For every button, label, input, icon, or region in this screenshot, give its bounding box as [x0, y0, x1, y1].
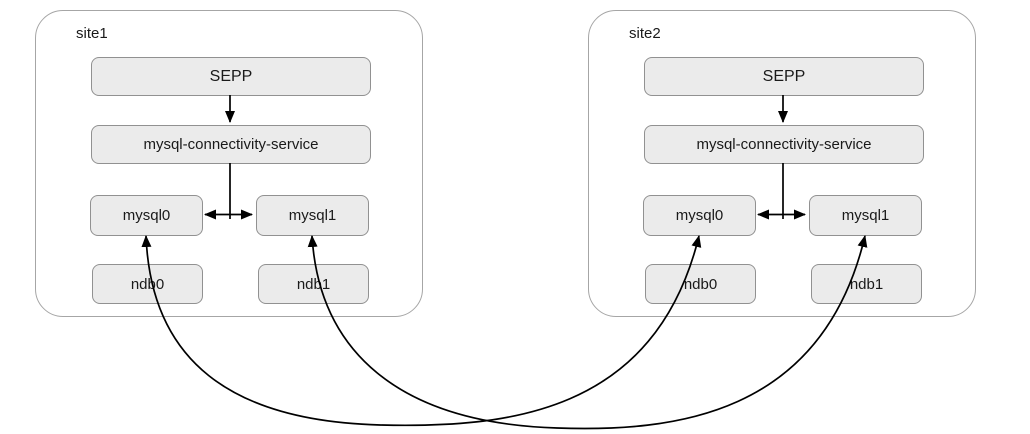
site1-mysql1-node: mysql1 — [256, 195, 369, 236]
site1-ndb0-node: ndb0 — [92, 264, 203, 304]
site1-sepp-node: SEPP — [91, 57, 371, 96]
site2-mysql0-node: mysql0 — [643, 195, 756, 236]
site2-label: site2 — [629, 25, 661, 42]
site1-label: site1 — [76, 25, 108, 42]
site2-connectivity-node: mysql-connectivity-service — [644, 125, 924, 164]
site1-container: site1 SEPP mysql-connectivity-service my… — [35, 10, 423, 317]
site1-connectivity-node: mysql-connectivity-service — [91, 125, 371, 164]
site2-sepp-node: SEPP — [644, 57, 924, 96]
site1-mysql0-node: mysql0 — [90, 195, 203, 236]
site2-ndb1-node: ndb1 — [811, 264, 922, 304]
site2-mysql1-node: mysql1 — [809, 195, 922, 236]
site1-ndb1-node: ndb1 — [258, 264, 369, 304]
site2-container: site2 SEPP mysql-connectivity-service my… — [588, 10, 976, 317]
site2-ndb0-node: ndb0 — [645, 264, 756, 304]
